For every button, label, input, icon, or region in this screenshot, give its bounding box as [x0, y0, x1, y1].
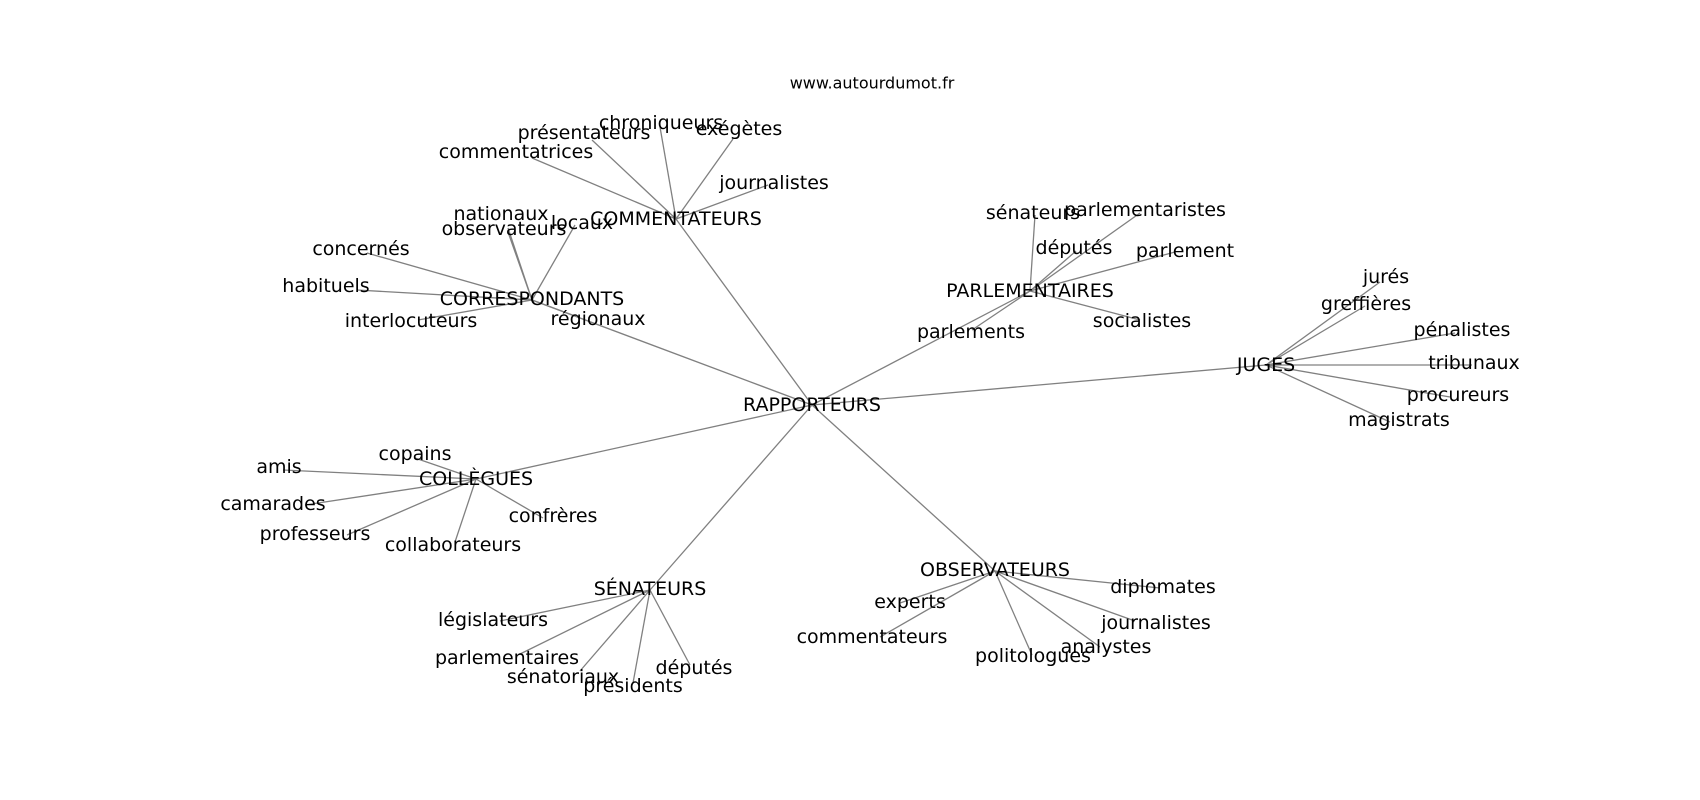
leaf-label-penalistes: pénalistes	[1414, 319, 1511, 341]
edge-senateurs-legislateurs	[499, 589, 651, 622]
edge-center-parlementaires	[811, 290, 1031, 406]
leaf-label-presidents: présidents	[583, 675, 682, 697]
leaf-label-jures: jurés	[1362, 266, 1409, 288]
edge-observateurs-politologues	[994, 570, 1033, 656]
leaf-label-legislateurs: législateurs	[438, 609, 548, 631]
hub-label-commentateurs: COMMENTATEURS	[590, 208, 762, 230]
hub-label-observateurs: OBSERVATEURS	[920, 559, 1070, 581]
edge-senateurs-presidents	[632, 589, 651, 684]
edge-observateurs-diplomates	[994, 570, 1161, 589]
leaf-label-diplomates: diplomates	[1110, 576, 1216, 598]
edge-correspondants-locaux	[531, 224, 576, 301]
edge-collegues-copains	[414, 457, 477, 480]
edge-commentateurs-exegetes	[675, 138, 734, 220]
edge-commentateurs-journalistes	[675, 184, 769, 220]
leaf-label-regionaux: régionaux	[550, 308, 645, 330]
hub-label-collegues: COLLÈGUES	[419, 467, 533, 490]
edge-observateurs-analystes	[994, 570, 1101, 648]
edge-senateurs-senatoriaux	[579, 589, 651, 672]
leaf-label-deputes: députés	[656, 657, 733, 679]
leaf-label-procureurs: procureurs	[1407, 384, 1509, 406]
edge-parlementaires-deputes	[1029, 250, 1077, 292]
hub-label-correspondants: CORRESPONDANTS	[440, 288, 625, 310]
leaf-label-senatoriaux: sénatoriaux	[507, 666, 619, 688]
edge-collegues-professeurs	[346, 478, 477, 536]
leaf-label-commentatrices: commentatrices	[439, 141, 594, 163]
leaf-label-senateurs: sénateurs	[986, 202, 1080, 224]
edge-correspondants-habituels	[356, 289, 533, 301]
edge-juges-jures	[1265, 281, 1381, 366]
edge-center-juges	[811, 364, 1267, 406]
site-url: www.autourdumot.fr	[790, 74, 955, 93]
leaf-label-amis: amis	[256, 456, 301, 478]
node-center-label: RAPPORTEURS	[743, 394, 881, 416]
leaf-label-chroniqueurs: chroniqueurs	[599, 112, 723, 134]
edge-juges-procureurs	[1265, 364, 1451, 398]
edge-center-correspondants	[531, 299, 813, 406]
edge-parlementaires-senateurs	[1029, 214, 1036, 292]
leaf-label-parlement: parlement	[1136, 240, 1234, 262]
leaf-label-copains: copains	[379, 443, 452, 465]
graph-labels: RAPPORTEURSCOMMENTATEURScommentatricespr…	[220, 112, 1519, 697]
leaf-label-camarades: camarades	[220, 493, 325, 515]
edge-commentateurs-chroniqueurs	[659, 126, 677, 220]
leaf-label-concernes: concernés	[312, 238, 409, 260]
edge-collegues-amis	[282, 469, 477, 480]
edge-observateurs-experts	[899, 570, 996, 604]
edge-center-senateurs	[649, 404, 813, 591]
leaf-label-analystes: analystes	[1061, 636, 1152, 658]
edge-senateurs-parlementaires	[517, 589, 651, 656]
leaf-label-journalistes: journalistes	[1100, 612, 1211, 634]
edge-center-commentateurs	[675, 218, 813, 406]
edge-commentateurs-presentateurs	[591, 139, 677, 220]
leaf-label-greffieres: greffières	[1321, 293, 1411, 315]
hub-label-juges: JUGES	[1236, 354, 1295, 376]
leaf-label-habituels: habituels	[282, 275, 369, 297]
graph-edges	[282, 126, 1472, 684]
leaf-label-parlementaristes: parlementaristes	[1064, 199, 1226, 221]
leaf-label-professeurs: professeurs	[260, 523, 371, 545]
leaf-label-presentateurs: présentateurs	[518, 122, 651, 144]
edge-correspondants-regionaux	[531, 299, 576, 317]
leaf-label-observateurs: observateurs	[442, 218, 567, 240]
leaf-label-socialistes: socialistes	[1093, 310, 1191, 332]
edge-collegues-collaborateurs	[454, 478, 477, 543]
edge-juges-penalistes	[1265, 332, 1456, 366]
edge-center-observateurs	[811, 404, 996, 572]
edge-parlementaires-parlements	[971, 290, 1031, 331]
edge-observateurs-commentateurs	[879, 570, 996, 638]
edge-juges-magistrats	[1265, 364, 1391, 423]
leaf-label-politologues: politologues	[975, 645, 1091, 667]
edge-parlementaires-parlementaristes	[1029, 212, 1141, 292]
leaf-label-experts: experts	[874, 591, 946, 613]
edge-senateurs-deputes	[649, 589, 691, 666]
leaf-label-deputes: députés	[1036, 237, 1113, 259]
edge-commentateurs-commentatrices	[531, 157, 677, 220]
edge-correspondants-concernes	[366, 252, 533, 301]
leaf-label-parlements: parlements	[917, 321, 1025, 343]
edge-center-collegues	[475, 404, 813, 480]
leaf-label-collaborateurs: collaborateurs	[385, 534, 521, 556]
edge-correspondants-observateurs	[507, 231, 533, 301]
leaf-label-magistrats: magistrats	[1348, 409, 1450, 431]
edge-parlementaires-parlement	[1029, 251, 1176, 292]
hub-label-parlementaires: PARLEMENTAIRES	[946, 280, 1114, 302]
leaf-label-locaux: locaux	[551, 212, 613, 234]
edge-correspondants-interlocuteurs	[417, 299, 533, 321]
edge-collegues-camarades	[304, 478, 477, 506]
leaf-label-tribunaux: tribunaux	[1428, 352, 1520, 374]
edge-parlementaires-socialistes	[1029, 290, 1141, 321]
leaf-label-confreres: confrères	[509, 505, 598, 527]
leaf-label-nationaux: nationaux	[453, 203, 548, 225]
hub-label-senateurs: SÉNATEURS	[594, 577, 707, 600]
edge-observateurs-journalistes	[994, 570, 1136, 622]
leaf-label-journalistes: journalistes	[718, 172, 829, 194]
leaf-label-exegetes: exégètes	[696, 118, 783, 140]
edge-collegues-confreres	[475, 478, 544, 519]
leaf-label-commentateurs: commentateurs	[797, 626, 948, 648]
leaf-label-interlocuteurs: interlocuteurs	[345, 310, 478, 332]
edge-juges-greffieres	[1265, 305, 1366, 366]
leaf-label-parlementaires: parlementaires	[435, 647, 579, 669]
